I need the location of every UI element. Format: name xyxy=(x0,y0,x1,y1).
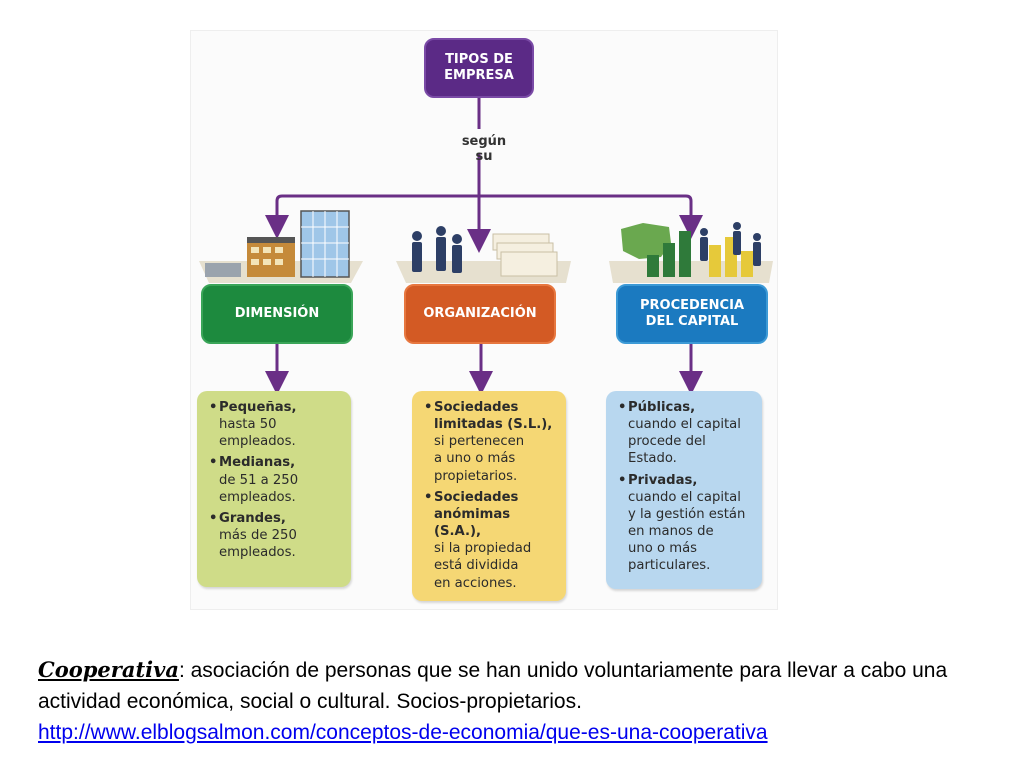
bullet-icon: • xyxy=(209,455,218,471)
source-link[interactable]: http://www.elblogsalmon.com/conceptos-de… xyxy=(38,721,768,744)
item-title: Públicas, xyxy=(628,400,696,415)
bullet-icon: • xyxy=(209,510,218,526)
list-item: •Sociedades anómimas (S.A.),si la propie… xyxy=(424,489,556,592)
bullet-icon: • xyxy=(618,472,627,488)
connector-lines xyxy=(199,98,773,395)
item-title: Privadas, xyxy=(628,472,698,488)
list-item: •Medianas,de 51 a 250 empleados. xyxy=(209,454,341,505)
item-desc: hasta 50 empleados. xyxy=(219,417,296,450)
category-label: ORGANIZACIÓN xyxy=(423,305,537,321)
money-people-icon xyxy=(621,222,761,277)
caption-term: Cooperativa xyxy=(38,657,179,682)
buildings-icon xyxy=(205,210,350,278)
caption: Cooperativa: asociación de personas que … xyxy=(38,654,998,748)
root-node: TIPOS DE EMPRESA xyxy=(424,38,534,98)
item-title: Grandes, xyxy=(219,510,286,526)
category-label: PROCEDENCIA DEL CAPITAL xyxy=(640,297,744,329)
list-item: •Sociedades limitadas (S.L.),si pertenec… xyxy=(424,399,556,485)
item-desc: cuando el capital procede del Estado. xyxy=(628,417,741,467)
list-item: •Grandes, más de 250 empleados. xyxy=(209,510,341,561)
item-desc: cuando el capital y la gestión están en … xyxy=(628,489,746,574)
list-item: •Pequeñas, hasta 50 empleados. xyxy=(209,399,341,450)
category-capital: PROCEDENCIA DEL CAPITAL xyxy=(616,284,768,344)
list-item: •Públicas, cuando el capital procede del … xyxy=(618,399,752,468)
item-desc: si pertenecen a uno o más propietarios. xyxy=(434,434,525,484)
bullet-icon: • xyxy=(209,400,218,415)
bullet-icon: • xyxy=(618,400,627,415)
root-label: TIPOS DE EMPRESA xyxy=(444,51,514,83)
item-desc: si la propiedad está dividida en accione… xyxy=(434,541,532,591)
caption-text: : asociación de personas que se han unid… xyxy=(38,659,948,713)
category-organization: ORGANIZACIÓN xyxy=(404,284,556,344)
item-title: Pequeñas, xyxy=(219,400,297,415)
list-item: •Privadas,cuando el capital y la gestión… xyxy=(618,472,752,575)
category-dimension: DIMENSIÓN xyxy=(201,284,353,344)
item-desc: más de 250 empleados. xyxy=(219,528,297,561)
item-title: Sociedades limitadas (S.L.), xyxy=(434,400,553,433)
branch-line xyxy=(275,194,693,226)
item-title: Medianas, xyxy=(219,455,296,471)
connector-label: según su xyxy=(461,134,507,164)
detail-capital: •Públicas,cuando el capital procede del … xyxy=(606,391,762,589)
diagram: TIPOS DE EMPRESA según su DIMENSIÓN ORGA… xyxy=(190,30,778,610)
business-people-icon xyxy=(412,226,558,277)
category-label: DIMENSIÓN xyxy=(234,305,320,321)
item-desc: de 51 a 250 empleados. xyxy=(219,472,299,505)
detail-dimension: •Pequeñas,hasta 50 empleados. •Medianas,… xyxy=(197,391,351,587)
bullet-icon: • xyxy=(424,489,433,505)
bullet-icon: • xyxy=(424,400,433,415)
item-title: Sociedades anómimas (S.A.), xyxy=(434,489,519,540)
detail-organization: •Sociedades limitadas (S.L.),si pertenec… xyxy=(412,391,566,601)
